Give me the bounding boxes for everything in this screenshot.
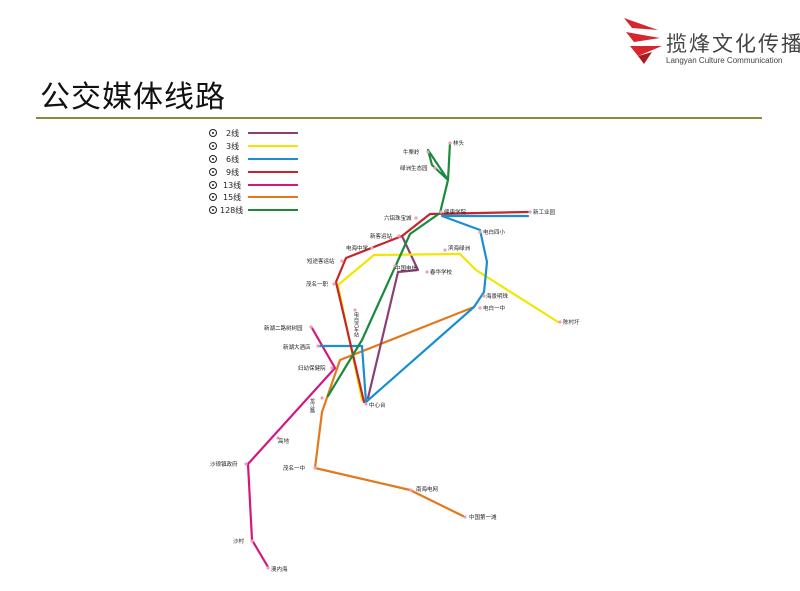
logo-chinese-name: 揽烽文化传播 xyxy=(666,32,800,56)
legend-item: 6线 xyxy=(209,154,298,164)
station-label: 新客运站 xyxy=(370,232,393,240)
station-label: 新湖大酒店 xyxy=(283,343,311,351)
title-rule xyxy=(36,117,762,119)
station-marker: 新工业园 xyxy=(528,208,556,216)
station-marker: 沙村 xyxy=(233,537,254,545)
station-marker: 高地 xyxy=(276,436,290,445)
legend-label: 15线 xyxy=(223,192,241,202)
logo-english-name: Langyan Culture Communication xyxy=(666,56,783,65)
station-label: 妇幼保健院 xyxy=(298,364,326,372)
station-label: 健康学院 xyxy=(444,208,467,216)
station-label: 绿洲生态园 xyxy=(400,164,428,172)
legend-label: 13线 xyxy=(223,180,241,190)
station-label: 中国电信 xyxy=(395,264,418,272)
legend-item: 2线 xyxy=(209,128,298,138)
station-marker: 沙琅镇政府 xyxy=(210,460,248,468)
station-marker: 茂名一职 xyxy=(306,280,336,288)
station-label: 林头 xyxy=(453,139,465,147)
legend-item: 128线 xyxy=(209,205,298,215)
station-label: 电白汽车站 xyxy=(353,311,359,338)
station-marker: 滨海绿洲 xyxy=(443,244,471,252)
station-marker: 电海中学 xyxy=(346,244,374,252)
station-label: 春华学校 xyxy=(430,268,453,276)
legend-marker-icon xyxy=(209,129,217,137)
station-marker: 妇幼保健院 xyxy=(298,364,334,372)
station-label: 海景明珠 xyxy=(486,292,509,300)
route-15-line xyxy=(313,305,476,519)
legend: 2线 3线 6线 9线 13线 xyxy=(209,128,298,215)
station-marker: 龙江路 xyxy=(309,396,324,414)
route-9-line xyxy=(334,210,530,404)
station-marker: 林头 xyxy=(448,139,465,147)
page-title: 公交媒体线路 xyxy=(40,80,226,115)
station-marker: 海景明珠 xyxy=(482,292,509,300)
station-label: 中心台 xyxy=(369,401,386,409)
route-2-line xyxy=(366,234,420,400)
legend-label: 9线 xyxy=(226,167,239,177)
legend-marker-icon xyxy=(209,155,217,163)
legend-marker-icon xyxy=(209,181,217,189)
legend-marker-icon xyxy=(209,193,217,201)
station-marker: 电白四小 xyxy=(478,228,506,236)
station-marker: 牛栗岭 xyxy=(403,148,430,156)
legend-item: 9线 xyxy=(209,167,298,177)
station-label: 高地 xyxy=(278,437,290,445)
station-label: 南海电网 xyxy=(416,485,439,493)
legend-marker-icon xyxy=(209,168,217,176)
route-128-line xyxy=(326,141,452,398)
legend-label: 128线 xyxy=(220,205,243,215)
station-label: 电白四小 xyxy=(483,228,506,236)
station-label: 电海中学 xyxy=(346,244,369,252)
station-marker: 陈村圩 xyxy=(558,318,580,326)
station-marker: 茂名一中 xyxy=(283,464,317,472)
station-label: 新工业园 xyxy=(533,208,556,216)
station-label: 陈村圩 xyxy=(563,318,580,326)
station-marker: 新湖大酒店 xyxy=(283,343,320,351)
legend-item: 15线 xyxy=(209,192,298,202)
station-label: 茂名一中 xyxy=(283,464,305,472)
station-label: 牛栗岭 xyxy=(403,148,420,156)
route-6-line xyxy=(316,214,530,404)
station-label: 短途客运站 xyxy=(307,257,335,265)
route-lines xyxy=(246,141,560,569)
station-label: 澳内海 xyxy=(271,565,288,573)
legend-label: 3线 xyxy=(226,141,239,151)
station-marker: 电白一中 xyxy=(478,304,505,312)
legend-label: 6线 xyxy=(226,154,239,164)
station-label: 电白一中 xyxy=(483,304,505,312)
station-label: 沙村 xyxy=(233,537,245,545)
station-marker: 新湖二路树树园 xyxy=(264,324,313,332)
logo: 揽烽文化传播 Langyan Culture Communication xyxy=(622,16,800,66)
station-marker: 健康学院 xyxy=(439,208,467,216)
station-label: 龙江路 xyxy=(309,397,315,414)
station-marker: 新客运站 xyxy=(370,232,401,240)
legend-label: 2线 xyxy=(226,128,239,138)
stations: 林头 牛栗岭 绿洲生态园 六铝珠宝城 健康学院 新工业园 新客运站 电白四小 电… xyxy=(210,139,580,573)
station-marker: 南海电网 xyxy=(409,485,439,493)
station-label: 六铝珠宝城 xyxy=(384,214,412,222)
station-label: 茂名一职 xyxy=(306,280,329,288)
station-marker: 绿洲生态园 xyxy=(400,164,437,172)
station-marker: 六铝珠宝城 xyxy=(384,214,418,222)
legend-marker-icon xyxy=(209,142,217,150)
legend-item: 3线 xyxy=(209,141,298,151)
legend-item: 13线 xyxy=(209,180,298,190)
station-label: 沙琅镇政府 xyxy=(210,460,238,468)
station-label: 新湖二路树树园 xyxy=(264,324,303,332)
station-marker: 中国电信 xyxy=(393,264,418,272)
station-marker: 短途客运站 xyxy=(307,257,344,265)
station-marker: 澳内海 xyxy=(266,565,288,573)
station-label: 滨海绿洲 xyxy=(448,244,471,252)
route-13-line xyxy=(246,326,337,569)
station-marker: 电白汽车站 xyxy=(353,308,359,338)
logo-flag-icon xyxy=(624,18,662,64)
station-marker: 中心台 xyxy=(364,401,386,409)
station-marker: 春华学校 xyxy=(425,268,453,276)
station-marker: 中国第一滩 xyxy=(463,513,497,521)
station-label: 中国第一滩 xyxy=(469,513,497,521)
legend-marker-icon xyxy=(209,206,217,214)
